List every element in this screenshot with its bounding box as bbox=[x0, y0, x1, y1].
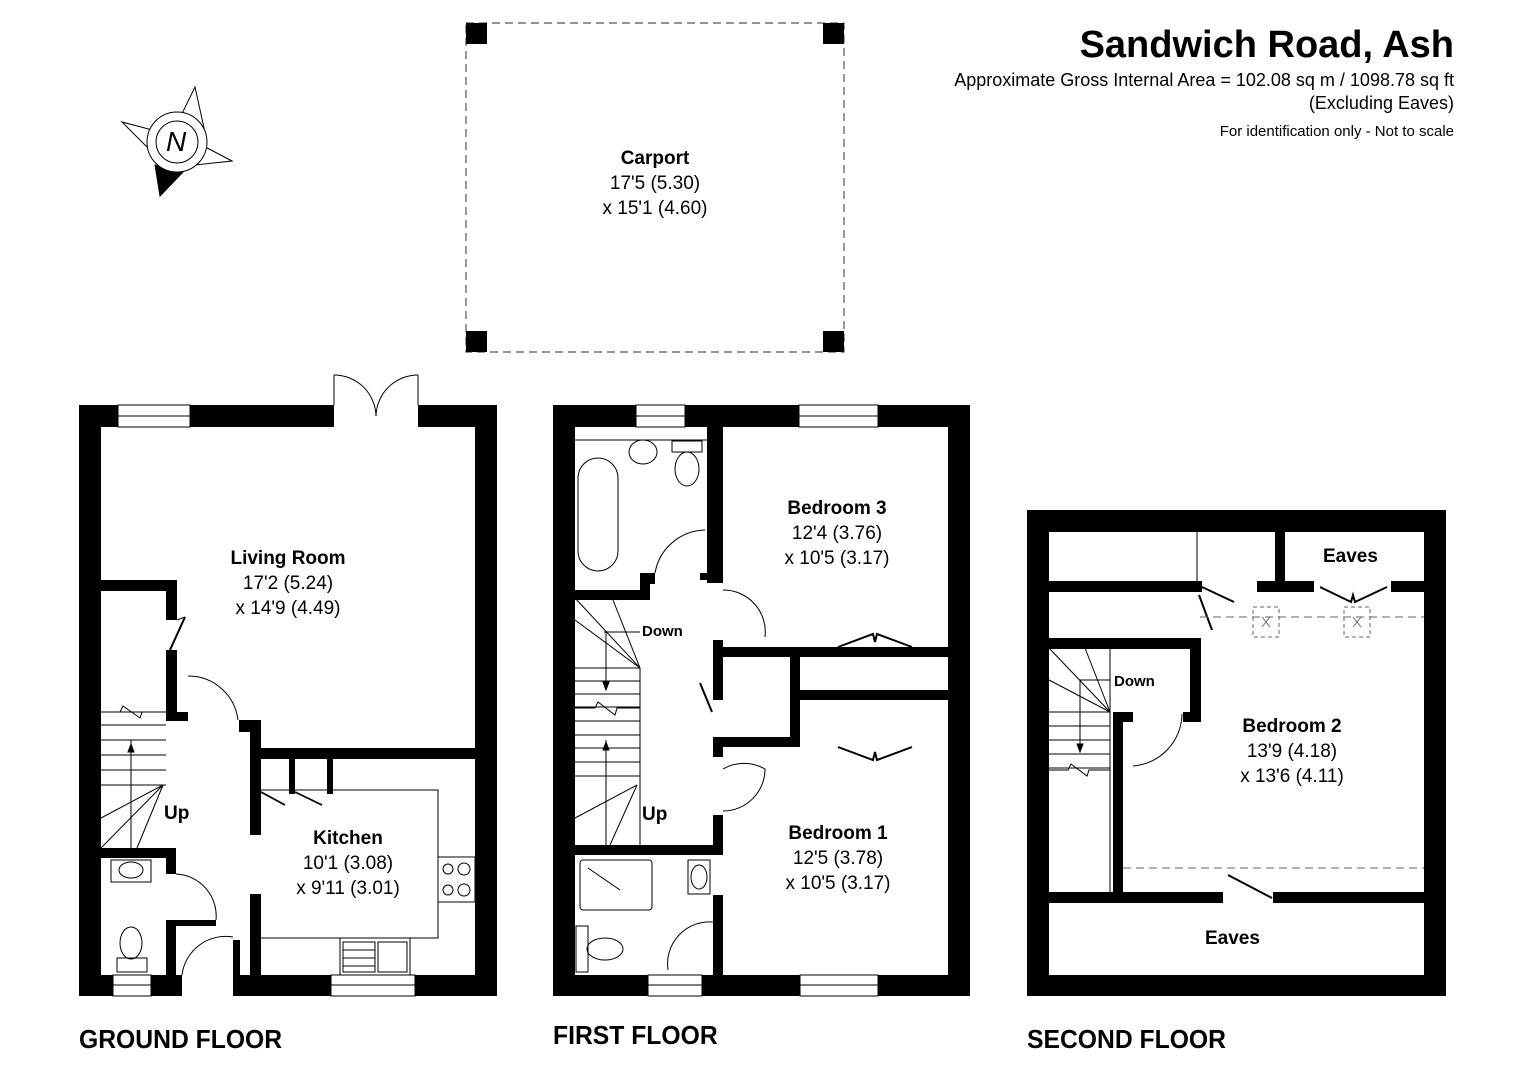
room-name: Bedroom 2 bbox=[1242, 716, 1342, 737]
stairs-down-label: Down bbox=[1114, 673, 1155, 690]
room-dimension-1: 13'9 (4.18) bbox=[1246, 741, 1338, 763]
room-living-room: Living Room 17'2 (5.24) x 14'9 (4.49) bbox=[230, 546, 345, 621]
room-dimension-1: 12'5 (3.78) bbox=[792, 848, 884, 870]
room-bedroom-1: Bedroom 1 12'5 (3.78) x 10'5 (3.17) bbox=[785, 821, 890, 896]
eaves-top-label: Eaves bbox=[1323, 546, 1378, 567]
ground-floor-plan bbox=[79, 405, 497, 996]
stairs-up-label: Up bbox=[642, 804, 668, 825]
room-name: Kitchen bbox=[313, 828, 383, 849]
carport-dimension-1: 17'5 (5.30) bbox=[609, 173, 701, 195]
second-floor-plan bbox=[1027, 510, 1446, 996]
room-dimension-1: 10'1 (3.08) bbox=[302, 853, 394, 875]
eaves-bottom-label: Eaves bbox=[1205, 928, 1260, 949]
property-title: Sandwich Road, Ash bbox=[1079, 24, 1454, 66]
room-dimension-1: 12'4 (3.76) bbox=[791, 523, 883, 545]
carport-label: Carport 17'5 (5.30) x 15'1 (4.60) bbox=[602, 146, 707, 221]
room-dimension-2: x 10'5 (3.17) bbox=[785, 873, 891, 895]
second-floor-label: SECOND FLOOR bbox=[1027, 1024, 1226, 1054]
carport-name: Carport bbox=[620, 148, 690, 169]
north-letter: N bbox=[166, 126, 187, 157]
carport-outline bbox=[465, 22, 845, 353]
room-bedroom-3: Bedroom 3 12'4 (3.76) x 10'5 (3.17) bbox=[784, 496, 889, 571]
first-floor-label: FIRST FLOOR bbox=[553, 1020, 718, 1050]
room-dimension-2: x 10'5 (3.17) bbox=[784, 548, 890, 570]
ground-floor-label: GROUND FLOOR bbox=[79, 1024, 283, 1054]
area-exclusion-note: (Excluding Eaves) bbox=[1308, 93, 1454, 113]
second-floor-fixtures bbox=[1048, 532, 1424, 899]
gross-internal-area: Approximate Gross Internal Area = 102.08… bbox=[954, 70, 1454, 90]
room-dimension-2: x 9'11 (3.01) bbox=[296, 878, 400, 900]
first-floor-plan bbox=[553, 405, 970, 996]
first-floor-fixtures bbox=[574, 404, 913, 997]
room-bedroom-2: Bedroom 2 13'9 (4.18) x 13'6 (4.11) bbox=[1240, 714, 1344, 789]
north-arrow-icon bbox=[120, 85, 234, 198]
room-name: Living Room bbox=[230, 548, 346, 569]
carport-dimension-2: x 15'1 (4.60) bbox=[602, 198, 708, 220]
stairs-down-label: Down bbox=[642, 623, 683, 640]
room-name: Bedroom 1 bbox=[788, 823, 888, 844]
room-name: Bedroom 3 bbox=[787, 498, 887, 519]
room-dimension-1: 17'2 (5.24) bbox=[242, 573, 334, 595]
room-kitchen: Kitchen 10'1 (3.08) x 9'11 (3.01) bbox=[296, 826, 400, 901]
disclaimer: For identification only - Not to scale bbox=[1219, 123, 1454, 140]
ground-floor-fixtures bbox=[100, 374, 476, 997]
room-dimension-2: x 13'6 (4.11) bbox=[1240, 766, 1344, 788]
stairs-up-label: Up bbox=[164, 803, 190, 824]
room-dimension-2: x 14'9 (4.49) bbox=[235, 598, 341, 620]
